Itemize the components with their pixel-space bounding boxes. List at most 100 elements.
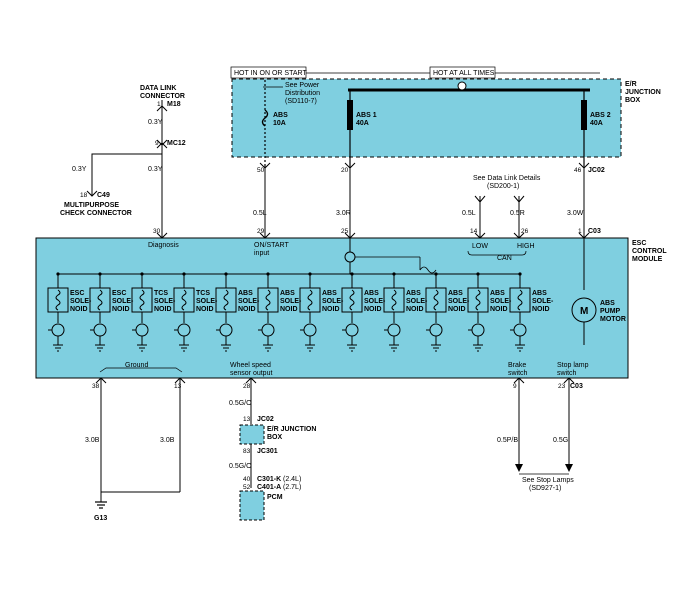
conn-m18: M18 <box>167 101 181 108</box>
junction-dot <box>518 272 522 276</box>
jc301-label: JC301 <box>257 448 278 455</box>
data-link-details-1: See Data Link Details <box>473 175 541 182</box>
esc-pin-23: 23 <box>558 383 566 390</box>
solenoid-label: SOLE- <box>322 298 344 305</box>
er-box-title-3: BOX <box>625 97 641 104</box>
jc02-label: JC02 <box>257 416 274 423</box>
pin-83: 83 <box>243 448 251 455</box>
wire-30w: 3.0W <box>567 210 584 217</box>
junction-dot <box>182 272 186 276</box>
solenoid-label: ABS <box>406 290 421 297</box>
hot-in-on-start-label: HOT IN ON OR START <box>234 70 307 77</box>
brake-label-1: Brake <box>508 362 526 369</box>
see-power-3: (SD110-7) <box>285 98 317 105</box>
motor-symbol: M <box>580 306 588 317</box>
er-junction-label-1: E/R JUNCTION <box>267 426 316 433</box>
solenoid-label: ESC <box>70 290 84 297</box>
fuse-icon <box>347 100 353 130</box>
solenoid-label: SOLE- <box>406 298 428 305</box>
pcm-box <box>239 490 265 521</box>
junction-dot <box>308 272 312 276</box>
fuse-abs2-rating: 40A <box>590 120 603 127</box>
wire-05go-2: 0.5G/O <box>229 463 252 470</box>
pcm-label: PCM <box>267 494 283 501</box>
esc-control-module <box>35 237 629 379</box>
esc-pin-28: 28 <box>243 383 251 390</box>
conn-mc12: MC12 <box>167 140 186 147</box>
esc-bottom-connector: C03 <box>570 383 583 390</box>
junction-dot <box>350 272 354 276</box>
er-junction-box-small <box>239 424 265 445</box>
esc-pin-38: 38 <box>92 383 100 390</box>
c401a-note: (2.7L) <box>283 484 301 491</box>
busbar-node <box>457 81 467 91</box>
diagnosis-label: Diagnosis <box>148 242 179 249</box>
solenoid-label: ABS <box>322 290 337 297</box>
pin-m18: 1 <box>157 101 161 108</box>
pin-c49: 18 <box>80 192 88 199</box>
can-low: LOW <box>472 243 488 250</box>
c301k-label: C301-K <box>257 476 281 483</box>
on-start-label-2: input <box>254 250 269 257</box>
solenoid-label: NOID <box>532 306 550 313</box>
solenoid-label: SOLE- <box>154 298 176 305</box>
wire-05g: 0.5G <box>553 437 568 444</box>
fuse-icon <box>261 109 269 127</box>
junction-dot <box>392 272 396 276</box>
solenoid-label: ABS <box>238 290 253 297</box>
wire-05r-can: 0.5R <box>510 210 525 217</box>
er-junction-label-2: BOX <box>267 434 283 441</box>
ground-label: Ground <box>125 362 148 369</box>
esc-pin-13: 13 <box>174 383 182 390</box>
wire-05pb: 0.5P/B <box>497 437 518 444</box>
hot-at-all-times-label: HOT AT ALL TIMES <box>433 70 495 77</box>
wire-05l: 0.5L <box>253 210 267 217</box>
solenoid-label: NOID <box>70 306 88 313</box>
wire-03y-2: 0.3Y <box>72 166 87 173</box>
junction-dot <box>140 272 144 276</box>
solenoid-label: NOID <box>406 306 424 313</box>
c301k-note: (2.4L) <box>283 476 301 483</box>
solenoid-label: SOLE- <box>70 298 92 305</box>
solenoid-label: TCS <box>196 290 210 297</box>
er-connector-jc02: JC02 <box>588 167 605 174</box>
junction-dot <box>266 272 270 276</box>
solenoid-label: SOLE- <box>448 298 470 305</box>
can-label: CAN <box>497 255 512 262</box>
wire-05go-1: 0.5G/O <box>229 400 252 407</box>
see-power-1: See Power <box>285 82 320 89</box>
can-high: HIGH <box>517 243 535 250</box>
er-pin-50: 50 <box>257 167 265 174</box>
er-pin-20: 20 <box>341 167 349 174</box>
solenoid-label: SOLE- <box>112 298 134 305</box>
solenoid-label: NOID <box>322 306 340 313</box>
esc-pin-25: 25 <box>341 228 349 235</box>
er-box-title-1: E/R <box>625 81 637 88</box>
pin-52: 52 <box>243 484 251 491</box>
solenoid-label: NOID <box>280 306 298 313</box>
conn-c49: C49 <box>97 192 110 199</box>
junction-dot <box>434 272 438 276</box>
solenoid-label: ABS <box>490 290 505 297</box>
brake-label-2: switch <box>508 370 528 377</box>
solenoid-label: ABS <box>280 290 295 297</box>
solenoid-label: TCS <box>154 290 168 297</box>
stop-lamps-ref-1: See Stop Lamps <box>522 477 574 484</box>
fuse-abs1-rating: 40A <box>356 120 369 127</box>
stop-lamps-ref-2: (SD927-1) <box>529 485 561 492</box>
er-junction-box <box>231 78 622 158</box>
solenoid-label: NOID <box>154 306 172 313</box>
solenoid-label: NOID <box>490 306 508 313</box>
wire-03y-3: 0.3Y <box>148 166 163 173</box>
pump-label-1: ABS <box>600 300 615 307</box>
esc-pin-1: 1 <box>578 228 582 235</box>
esc-top-connector: C03 <box>588 228 601 235</box>
esc-pin-29: 29 <box>257 228 265 235</box>
esc-pin-26: 26 <box>521 228 529 235</box>
solenoid-label: ESC <box>112 290 126 297</box>
wire-30b-right: 3.0B <box>160 437 175 444</box>
solenoid-label: SOLE- <box>196 298 218 305</box>
data-link-title-1: DATA LINK <box>140 85 176 92</box>
junction-dot <box>56 272 60 276</box>
